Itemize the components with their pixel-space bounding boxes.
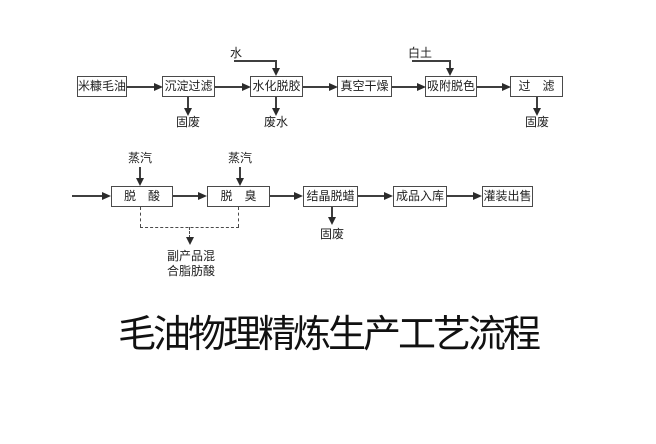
flow-arrow-icon bbox=[417, 83, 426, 91]
steam-input-label: 蒸汽 bbox=[227, 151, 252, 165]
flow-line bbox=[392, 86, 418, 88]
flow-line bbox=[477, 86, 503, 88]
waste-arrow-icon bbox=[533, 108, 541, 116]
clay-input-line bbox=[412, 60, 451, 62]
byproduct-dashed-line bbox=[189, 227, 190, 238]
clay-input-line bbox=[449, 60, 451, 69]
box-adsorption-bleaching: 吸附脱色 bbox=[425, 76, 477, 97]
diagram-title: 毛油物理精炼生产工艺流程 bbox=[117, 312, 541, 356]
flow-line bbox=[215, 86, 243, 88]
flow-line bbox=[447, 195, 473, 197]
waste-arrow-icon bbox=[328, 217, 336, 225]
box-filtration: 过 滤 bbox=[510, 76, 563, 97]
steam-input-line bbox=[239, 167, 241, 179]
box-filling-and-sale: 灌装出售 bbox=[482, 186, 533, 207]
flow-line bbox=[173, 195, 198, 197]
water-arrow-icon bbox=[272, 68, 280, 76]
box-deodorization: 脱 臭 bbox=[207, 186, 270, 207]
byproduct-label: 副产品混 合脂肪酸 bbox=[150, 249, 232, 279]
flow-arrow-icon bbox=[198, 192, 207, 200]
waste-arrow-icon bbox=[184, 108, 192, 116]
flow-arrow-icon bbox=[154, 83, 163, 91]
flow-arrow-icon bbox=[473, 192, 482, 200]
flow-arrow-icon bbox=[329, 83, 338, 91]
byproduct-dashed-line bbox=[140, 207, 141, 227]
byproduct-label-line2: 合脂肪酸 bbox=[166, 264, 215, 278]
waste-line bbox=[275, 97, 277, 109]
box-rice-bran-crude-oil: 米糠毛油 bbox=[77, 76, 127, 97]
wastewater-label: 废水 bbox=[263, 115, 288, 129]
steam-arrow-icon bbox=[236, 178, 244, 186]
flow-line bbox=[358, 195, 384, 197]
byproduct-arrow-icon bbox=[186, 237, 194, 245]
flow-line bbox=[270, 195, 294, 197]
water-input-label: 水 bbox=[230, 46, 243, 60]
flow-arrow-icon bbox=[294, 192, 303, 200]
water-input-line bbox=[234, 60, 277, 62]
box-vacuum-drying: 真空干燥 bbox=[337, 76, 392, 97]
flow-arrow-icon bbox=[502, 83, 511, 91]
box-hydration-degumming: 水化脱胶 bbox=[250, 76, 303, 97]
byproduct-dashed-line bbox=[238, 207, 239, 227]
solid-waste-label: 固废 bbox=[175, 115, 200, 129]
box-crystallization-dewaxing: 结晶脱蜡 bbox=[303, 186, 358, 207]
solid-waste-label: 固废 bbox=[524, 115, 549, 129]
box-deacidification: 脱 酸 bbox=[111, 186, 173, 207]
flow-line bbox=[303, 86, 330, 88]
waste-line bbox=[187, 97, 189, 109]
flow-arrow-icon bbox=[102, 192, 111, 200]
steam-input-label: 蒸汽 bbox=[127, 151, 152, 165]
flow-line bbox=[127, 86, 155, 88]
box-finished-product-storage: 成品入库 bbox=[393, 186, 447, 207]
clay-input-label: 白土 bbox=[408, 46, 433, 60]
byproduct-label-line1: 副产品混 bbox=[166, 249, 215, 263]
box-sedimentation-filtration: 沉淀过滤 bbox=[162, 76, 215, 97]
flow-arrow-icon bbox=[384, 192, 393, 200]
clay-arrow-icon bbox=[446, 68, 454, 76]
water-input-line bbox=[275, 60, 277, 69]
waste-line bbox=[331, 207, 333, 218]
flow-line bbox=[72, 195, 102, 197]
steam-arrow-icon bbox=[136, 178, 144, 186]
solid-waste-label: 固废 bbox=[319, 227, 344, 241]
flow-arrow-icon bbox=[242, 83, 251, 91]
steam-input-line bbox=[139, 167, 141, 179]
waste-line bbox=[536, 97, 538, 109]
waste-arrow-icon bbox=[272, 108, 280, 116]
